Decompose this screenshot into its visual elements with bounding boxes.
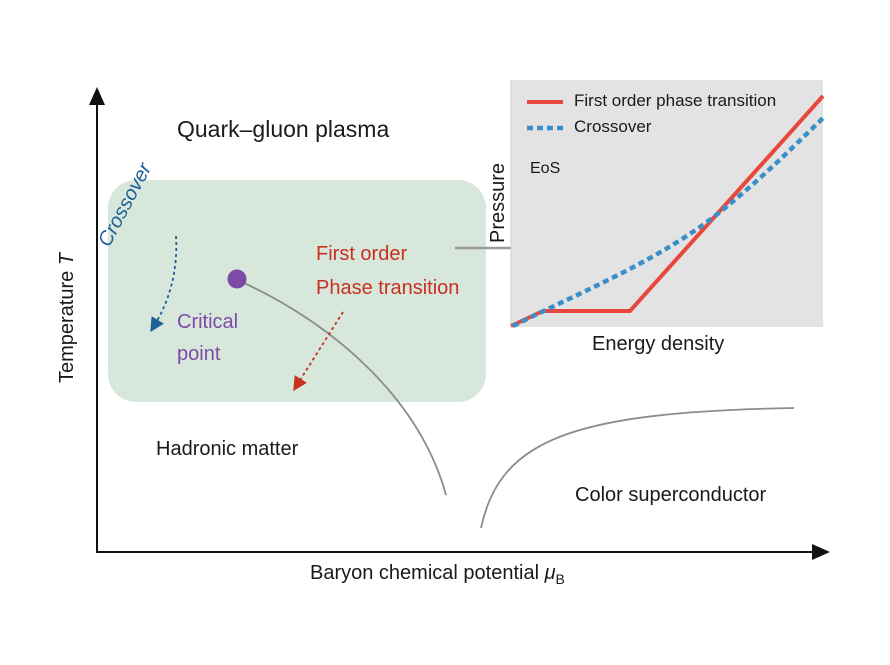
crossover-arrow xyxy=(150,235,178,333)
eos-label: EoS xyxy=(530,160,561,177)
legend-label-first-order: First order phase transition xyxy=(574,91,777,110)
transition-region xyxy=(108,180,486,402)
first-order-line2: Phase transition xyxy=(316,277,460,299)
eos-inset-panel xyxy=(511,80,823,327)
legend-label-crossover: Crossover xyxy=(574,117,652,136)
crossover-eos-curve xyxy=(511,116,825,329)
first-order-arrow xyxy=(293,311,344,392)
x-axis-symbol: μ xyxy=(544,562,556,584)
hadronic-matter-label: Hadronic matter xyxy=(156,438,299,460)
critical-line2: point xyxy=(177,343,221,365)
first-order-boundary-curve xyxy=(243,282,447,496)
critical-line1: Critical xyxy=(177,311,239,333)
inset-x-axis-label: Energy density xyxy=(592,333,725,355)
qgp-label: Quark–gluon plasma xyxy=(177,116,390,142)
x-axis-title: Baryon chemical potential xyxy=(310,562,540,584)
y-axis-title: Temperature xyxy=(56,270,78,383)
inset-y-axis-label: Pressure xyxy=(487,162,509,243)
y-axis-symbol: T xyxy=(56,252,78,266)
x-axis-label: Baryon chemical potential μB xyxy=(310,562,565,587)
color-superconductor-label: Color superconductor xyxy=(575,484,767,506)
y-axis-label: Temperature T xyxy=(56,253,79,383)
critical-point-label: Critical point xyxy=(177,306,238,370)
x-axis-subscript: B xyxy=(555,571,565,587)
first-order-label: First order Phase transition xyxy=(316,237,459,305)
critical-point-marker xyxy=(227,269,247,289)
first-order-line1: First order xyxy=(316,243,408,265)
color-superconductor-boundary xyxy=(480,407,795,529)
